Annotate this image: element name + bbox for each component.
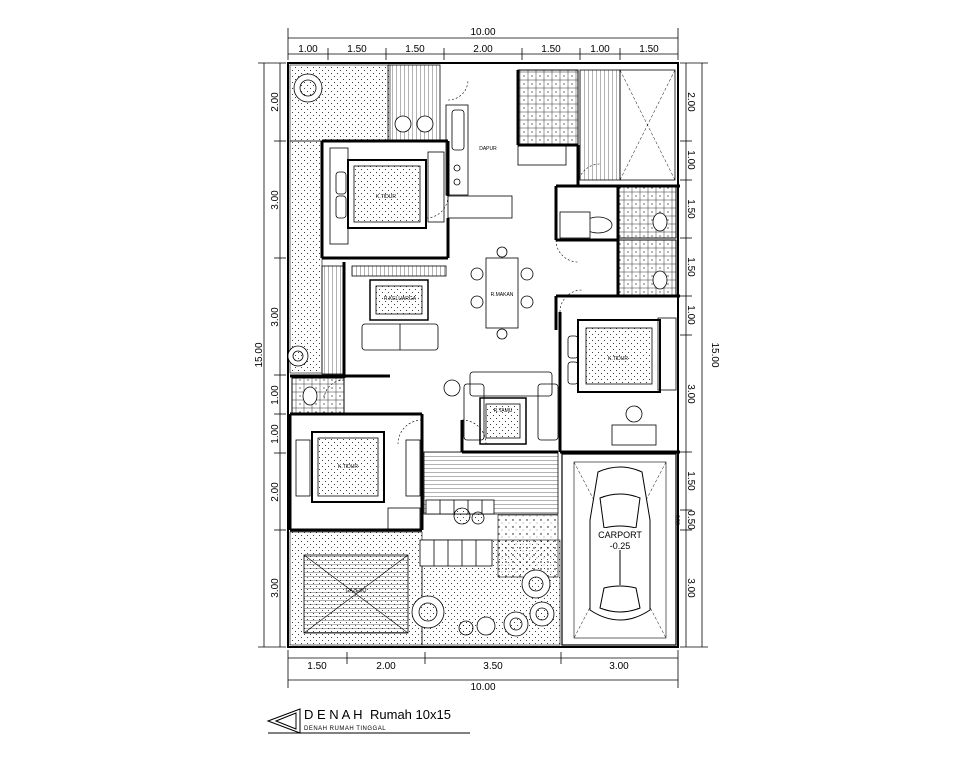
- plants: [287, 73, 555, 637]
- overall-length-right: 15.00: [709, 342, 720, 367]
- dining-set: R.MAKAN: [470, 246, 534, 340]
- svg-text:K.TIDUR: K.TIDUR: [608, 356, 628, 362]
- top-dim-5: 1.50: [541, 44, 561, 55]
- kitchen-counter: DAPUR: [445, 104, 567, 219]
- top-dimension-lines: [287, 28, 679, 60]
- left-dim-6: 2.00: [270, 482, 281, 502]
- left-dim-4: 1.00: [270, 385, 281, 405]
- svg-text:DAPUR: DAPUR: [479, 146, 497, 152]
- right-dim-3: 1.50: [685, 199, 696, 219]
- bottom-dim-4: 3.00: [609, 661, 629, 672]
- title-spaced: D E N A H: [304, 707, 363, 722]
- light-well-cross: [619, 69, 676, 181]
- title-arrow-icon: [266, 708, 470, 734]
- title-rest: Rumah 10x15: [370, 707, 451, 722]
- left-dim-3: 3.00: [270, 307, 281, 327]
- title-subtitle: DENAH RUMAH TINGGAL: [304, 726, 386, 732]
- right-dimension-lines: [680, 62, 708, 648]
- svg-text:K.TIDUR: K.TIDUR: [376, 194, 396, 200]
- gravel-patch: [497, 514, 559, 578]
- overall-width-top: 10.00: [470, 27, 495, 38]
- left-deck: [321, 265, 345, 375]
- bottom-dim-2: 2.00: [376, 661, 396, 672]
- bathroom-2-floor: [617, 239, 677, 296]
- drying-deck: [579, 69, 621, 181]
- entry-steps: [419, 499, 495, 567]
- bedroom-3: K.TIDUR: [295, 431, 421, 531]
- carport-label-bg: [597, 528, 643, 550]
- top-dim-2: 1.50: [347, 44, 367, 55]
- bottom-dim-1: 1.50: [307, 661, 327, 672]
- left-dim-2: 3.00: [270, 190, 281, 210]
- right-dim-9: 3.00: [685, 578, 696, 598]
- carport-label: CARPORT: [598, 530, 642, 540]
- top-deck: [387, 64, 441, 142]
- left-dim-1: 2.00: [270, 92, 281, 112]
- living-room: R.TAMU: [443, 371, 559, 445]
- top-dim-7: 1.50: [639, 44, 659, 55]
- left-dim-7: 3.00: [270, 578, 281, 598]
- left-side-garden: [289, 140, 323, 374]
- right-dim-5: 1.00: [685, 305, 696, 325]
- right-dim-8: 0.50: [685, 510, 696, 530]
- top-dim-4: 2.00: [473, 44, 493, 55]
- right-dim-2: 1.00: [685, 150, 696, 170]
- bedroom-2: K.TIDUR: [567, 317, 677, 446]
- door-swings: [323, 79, 601, 445]
- light-well: [619, 69, 676, 181]
- top-dim-6: 1.00: [590, 44, 610, 55]
- overall-length-left: 15.00: [254, 342, 265, 367]
- carport-inner-mark: 0.50: [674, 515, 680, 525]
- top-dim-3: 1.50: [405, 44, 425, 55]
- garage-label: GAZEBO: [346, 588, 367, 594]
- bathroom-fixtures: [302, 211, 668, 406]
- patio-table: [394, 115, 434, 133]
- bedroom-1: K.TIDUR: [329, 147, 445, 245]
- right-dim-7: 1.50: [685, 471, 696, 491]
- top-dim-1: 1.00: [298, 44, 318, 55]
- left-dimension-lines: [258, 62, 286, 648]
- family-room: R.KELUARGA: [351, 265, 447, 351]
- left-dim-5: 1.00: [270, 424, 281, 444]
- right-dim-1: 2.00: [685, 92, 696, 112]
- garage-roof-diagonals: [303, 554, 409, 634]
- right-dim-6: 3.00: [685, 384, 696, 404]
- svg-text:K.TIDUR: K.TIDUR: [338, 464, 358, 470]
- bathroom-3-floor: [291, 377, 345, 415]
- svg-text:R.TAMU: R.TAMU: [494, 408, 513, 414]
- carport-level: -0.25: [610, 541, 631, 551]
- bottom-dim-3: 3.50: [483, 661, 503, 672]
- overall-width-bottom: 10.00: [470, 682, 495, 693]
- kitchen-floor: [517, 69, 579, 146]
- bathroom-1-floor: [617, 185, 677, 239]
- svg-text:R.KELUARGA: R.KELUARGA: [384, 296, 417, 302]
- bottom-dimension-lines: [287, 650, 679, 688]
- right-dim-4: 1.50: [685, 257, 696, 277]
- svg-text:R.MAKAN: R.MAKAN: [491, 292, 514, 298]
